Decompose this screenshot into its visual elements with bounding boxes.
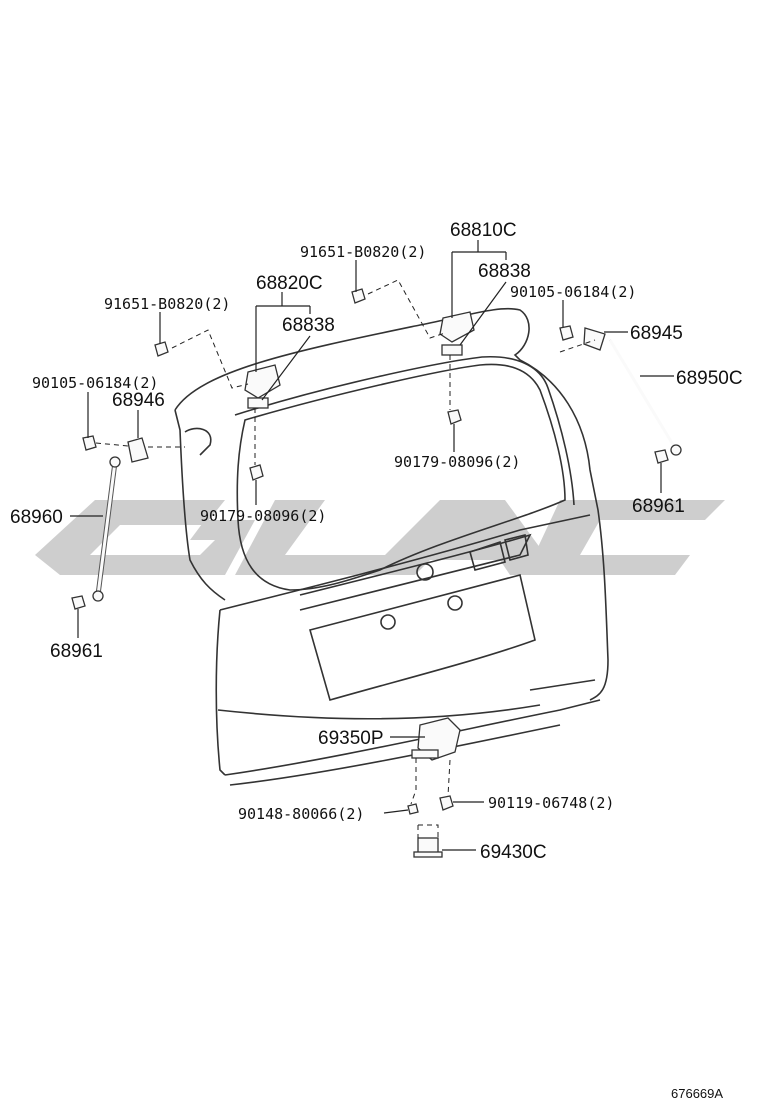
bolt-90105-left	[82, 435, 97, 451]
label-69350P: 69350P	[318, 728, 384, 749]
clip-90148	[407, 803, 419, 815]
nut-90179-left	[249, 464, 264, 481]
label-91651-left: 91651-B0820(2)	[104, 295, 230, 313]
label-90179-left: 90179-08096(2)	[200, 507, 326, 525]
ball-stud-68961-right	[654, 449, 669, 464]
strut-68960	[92, 456, 121, 602]
bracket-68946	[127, 437, 149, 463]
leader-lines	[70, 240, 674, 851]
striker-69430C	[413, 837, 443, 858]
label-68961-left: 68961	[50, 641, 103, 662]
label-68946: 68946	[112, 390, 165, 411]
ball-stud-68961-left	[71, 595, 86, 610]
label-68960: 68960	[10, 507, 63, 528]
label-68961-right: 68961	[632, 496, 685, 517]
bolt-90105-right	[559, 325, 574, 341]
label-69430C: 69430C	[480, 842, 547, 863]
hinge-left	[244, 364, 281, 409]
label-68838-right: 68838	[478, 261, 531, 282]
strut-68950C	[608, 339, 682, 456]
label-90105-left: 90105-06184(2)	[32, 374, 158, 392]
nut-90179-right	[447, 409, 462, 425]
bracket-68945	[583, 327, 606, 351]
bolt-90119	[439, 795, 454, 811]
part-labels: 68810C 68838 91651-B0820(2) 90105-06184(…	[10, 220, 743, 863]
label-68810C: 68810C	[450, 220, 517, 241]
label-68838-left: 68838	[282, 315, 335, 336]
figure-id: 676669A	[671, 1086, 723, 1101]
label-68950C: 68950C	[676, 368, 743, 389]
lock-69350P	[411, 717, 461, 761]
bolt-91651-left	[154, 341, 169, 357]
label-90179-right: 90179-08096(2)	[394, 453, 520, 471]
label-68820C: 68820C	[256, 273, 323, 294]
label-90119: 90119-06748(2)	[488, 794, 614, 812]
bolt-91651-right	[351, 288, 366, 304]
hinge-right	[439, 311, 475, 356]
label-91651-right: 91651-B0820(2)	[300, 243, 426, 261]
label-68945: 68945	[630, 323, 683, 344]
back-door-panel	[174, 307, 609, 786]
label-90148: 90148-80066(2)	[238, 805, 364, 823]
watermark-logo	[35, 500, 725, 575]
label-90105-right: 90105-06184(2)	[510, 283, 636, 301]
